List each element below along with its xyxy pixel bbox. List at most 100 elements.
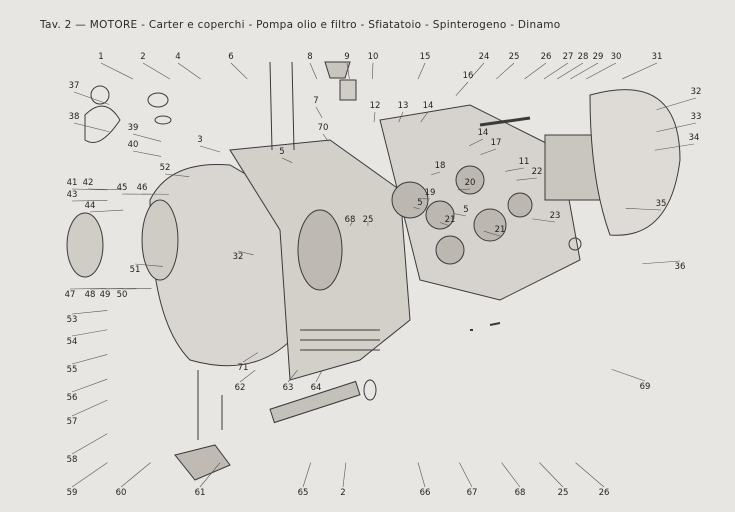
callout-32: 32	[690, 87, 702, 97]
callout-65: 65	[297, 488, 309, 498]
leader-line	[455, 81, 469, 96]
leader-line	[431, 171, 441, 176]
callout-1: 1	[98, 52, 104, 62]
callout-14: 14	[477, 128, 489, 138]
callout-30: 30	[610, 52, 622, 62]
callout-35: 35	[655, 199, 667, 209]
callout-20: 20	[464, 178, 476, 188]
leader-line	[71, 378, 108, 393]
callout-59: 59	[66, 488, 78, 498]
callout-4: 4	[175, 52, 181, 62]
leader-line	[134, 263, 163, 267]
callout-62: 62	[234, 383, 246, 393]
leader-line	[87, 188, 122, 191]
leader-line	[71, 200, 108, 202]
leader-line	[239, 370, 256, 383]
leader-line	[539, 462, 564, 488]
callout-25: 25	[557, 488, 569, 498]
leader-line	[524, 62, 547, 80]
callout-32: 32	[232, 252, 244, 262]
callout-58: 58	[66, 455, 78, 465]
callout-47: 47	[64, 290, 76, 300]
leader-line	[625, 208, 662, 211]
callout-33: 33	[690, 112, 702, 122]
callout-21: 21	[444, 215, 456, 225]
callout-31: 31	[651, 52, 663, 62]
callout-51: 51	[129, 265, 141, 275]
leader-line	[89, 209, 124, 213]
leader-line	[342, 462, 347, 488]
callout-11: 11	[518, 157, 530, 167]
callout-10: 10	[367, 52, 379, 62]
leader-line	[287, 370, 298, 383]
leader-line	[71, 462, 108, 488]
leader-line	[199, 462, 221, 488]
leader-line	[164, 173, 190, 177]
callout-21: 21	[494, 225, 506, 235]
leader-line	[611, 369, 646, 382]
leader-line	[237, 250, 254, 256]
callout-13: 13	[397, 101, 409, 111]
leader-line	[483, 230, 501, 237]
callout-61: 61	[194, 488, 206, 498]
leader-line	[315, 370, 323, 383]
callout-71: 71	[237, 363, 249, 373]
callout-24: 24	[478, 52, 490, 62]
callout-60: 60	[115, 488, 127, 498]
leader-line	[302, 462, 311, 488]
callout-66: 66	[419, 488, 431, 498]
callout-70: 70	[317, 123, 329, 133]
callout-19: 19	[424, 188, 436, 198]
leader-line	[71, 310, 108, 315]
callout-40: 40	[127, 140, 139, 150]
leader-line	[656, 97, 697, 111]
callout-46: 46	[136, 183, 148, 193]
leader-line	[480, 148, 497, 155]
callout-44: 44	[84, 201, 96, 211]
callout-49: 49	[99, 290, 111, 300]
leader-line	[469, 62, 485, 80]
leader-line	[71, 433, 108, 455]
callout-57: 57	[66, 417, 78, 427]
callout-26: 26	[598, 488, 610, 498]
callout-37: 37	[68, 81, 80, 91]
leader-line	[69, 288, 106, 290]
callout-9: 9	[344, 52, 350, 62]
leader-line	[309, 62, 318, 80]
leader-line	[346, 62, 350, 80]
leader-line	[71, 354, 108, 365]
leader-line	[642, 260, 681, 265]
callout-42: 42	[82, 178, 94, 188]
leader-line	[73, 122, 110, 133]
leader-line	[349, 222, 353, 227]
callout-18: 18	[434, 161, 446, 171]
leader-line	[322, 133, 329, 142]
leader-line	[457, 188, 471, 191]
callout-5: 5	[417, 198, 423, 208]
leader-line	[104, 288, 137, 290]
leader-line	[373, 111, 376, 123]
leader-line	[177, 62, 201, 80]
callout-50: 50	[116, 290, 128, 300]
callout-56: 56	[66, 393, 78, 403]
leader-line	[398, 111, 404, 123]
leader-line	[120, 462, 151, 488]
callout-26: 26	[540, 52, 552, 62]
callout-16: 16	[462, 71, 474, 81]
callout-68: 68	[514, 488, 526, 498]
leader-line	[71, 399, 108, 417]
leader-line	[100, 62, 134, 80]
leader-line	[230, 62, 248, 80]
leader-line	[505, 167, 525, 172]
leader-line	[439, 222, 451, 227]
leader-line	[132, 150, 162, 157]
crankcase	[229, 139, 411, 381]
callout-23: 23	[549, 211, 561, 221]
leader-line	[420, 111, 429, 123]
callout-68: 68	[344, 215, 356, 225]
callout-34: 34	[688, 133, 700, 143]
leader-line	[281, 157, 293, 163]
leader-line	[459, 462, 473, 488]
leader-line	[575, 462, 605, 488]
callout-41: 41	[66, 178, 78, 188]
